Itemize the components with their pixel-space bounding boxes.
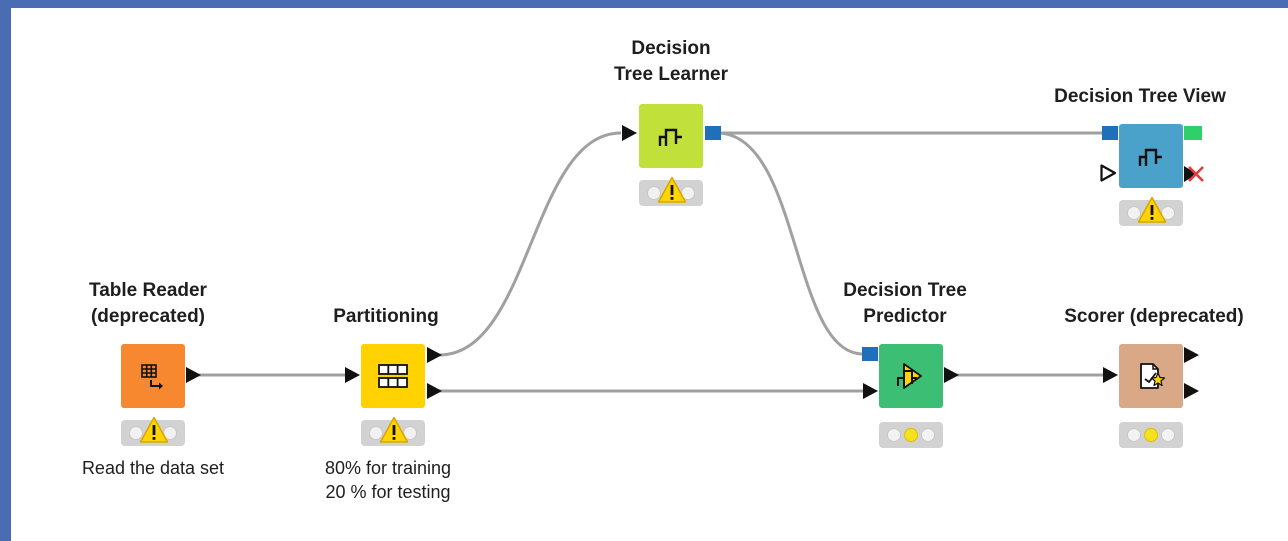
node-scorer[interactable] (1119, 344, 1183, 408)
output-port-partitioning-first[interactable] (427, 347, 443, 368)
node-decision-tree-view[interactable] (1119, 124, 1183, 188)
node-partitioning[interactable] (361, 344, 425, 408)
annotation-table-reader: Read the data set (81, 458, 225, 478)
model-input-port-predictor[interactable] (862, 347, 878, 366)
node-title-table-reader: Table Reader (deprecated) (89, 280, 207, 327)
table-reader-icon (141, 364, 163, 390)
tree-icon (658, 128, 682, 146)
output-port-scorer-second[interactable] (1184, 383, 1200, 404)
warning-icon (379, 416, 409, 449)
warning-icon (139, 416, 169, 449)
output-port-partitioning-second[interactable] (427, 383, 443, 404)
partitioning-icon (378, 364, 408, 388)
inactive-output-port-icon (1183, 165, 1205, 188)
connection-learner-predictor (716, 131, 864, 356)
output-port-scorer-first[interactable] (1184, 347, 1200, 368)
connection-layer (198, 131, 1104, 393)
node-title-predictor: Decision Tree Predictor (843, 280, 967, 327)
tree-icon (1138, 148, 1162, 166)
model-output-port-learner[interactable] (705, 126, 721, 145)
image-output-port-view[interactable] (1184, 126, 1202, 145)
workflow-canvas[interactable]: Table Reader (deprecated) Read the data … (11, 8, 1288, 541)
status-predictor (879, 422, 943, 448)
warning-icon (1137, 196, 1167, 229)
node-table-reader[interactable] (121, 344, 185, 408)
node-decision-tree-predictor[interactable] (879, 344, 943, 408)
predictor-icon (897, 363, 922, 389)
input-port-partitioning[interactable] (345, 367, 361, 388)
input-port-scorer[interactable] (1103, 367, 1119, 388)
status-scorer (1119, 422, 1183, 448)
warning-icon (657, 176, 687, 209)
node-title-learner: Decision Tree Learner (613, 38, 729, 85)
node-decision-tree-learner[interactable] (639, 104, 703, 168)
annotation-partitioning: 80% for training 20 % for testing (324, 458, 452, 502)
input-port-learner[interactable] (622, 125, 638, 146)
optional-input-port-view[interactable] (1100, 164, 1117, 187)
node-title-partitioning: Partitioning (333, 306, 439, 327)
data-input-port-predictor[interactable] (863, 383, 879, 404)
scorer-icon (1140, 363, 1166, 389)
node-title-scorer: Scorer (deprecated) (1064, 306, 1244, 327)
connection-partitioning-learner (438, 131, 622, 357)
output-port-table-reader[interactable] (186, 367, 202, 388)
node-title-view: Decision Tree View (1054, 86, 1226, 107)
model-input-port-view[interactable] (1102, 126, 1118, 145)
output-port-predictor[interactable] (944, 367, 960, 388)
